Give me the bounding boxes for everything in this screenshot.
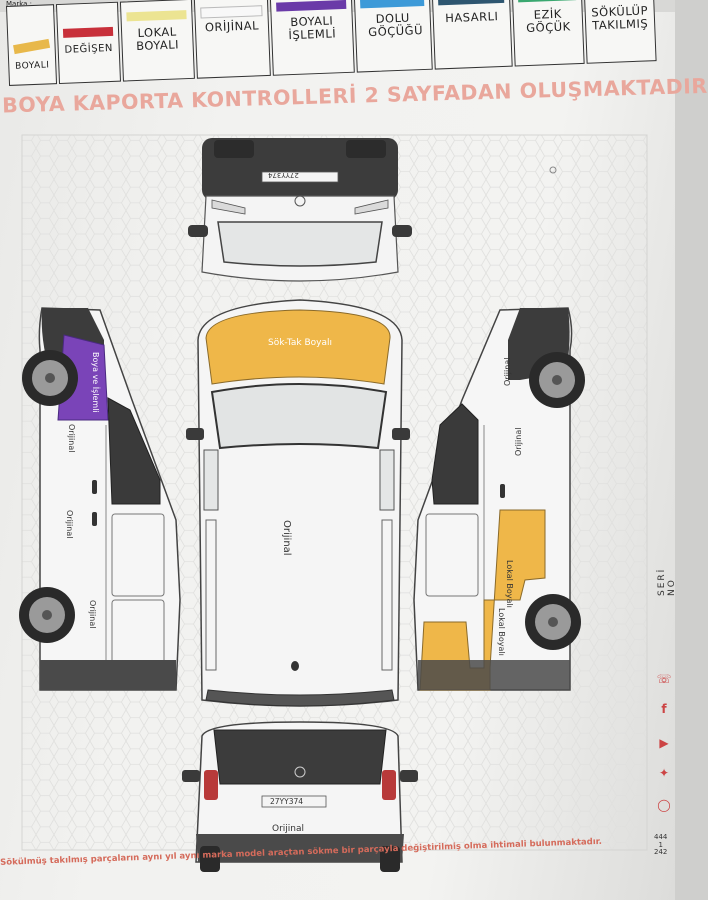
right-front-door-label: Orijinal <box>514 427 523 456</box>
left-rear-quarter-label: Orijinal <box>88 600 97 629</box>
youtube-icon: ▶ <box>659 736 669 750</box>
left-side-view <box>19 307 181 691</box>
roof-label: Orijinal <box>281 520 292 556</box>
hood-label: Sök-Tak Boyalı <box>268 338 332 348</box>
right-sliding-door-label: Lokal Boyalı <box>505 560 514 608</box>
left-door-rear-label: Orijinal <box>65 510 74 539</box>
right-window <box>431 403 479 505</box>
marka-label: Marka : <box>6 0 33 8</box>
rear-label: Orijinal <box>272 824 305 834</box>
hood-painted-area <box>205 309 391 385</box>
facebook-icon: f <box>661 702 667 716</box>
rear-license-plate <box>261 795 327 808</box>
top-view <box>186 299 410 707</box>
left-fender-label: Boya ve İşlemli <box>91 352 100 413</box>
instagram-icon: ◯ <box>657 798 671 812</box>
front-view <box>188 138 412 282</box>
right-side-view <box>413 307 585 691</box>
twitter-icon: ✦ <box>658 766 670 780</box>
rear-view <box>182 721 418 872</box>
sidebar-number: 444 1 242 <box>654 833 668 857</box>
hole-marker <box>549 166 557 174</box>
front-plate-text: 27YY374 <box>268 171 299 179</box>
whatsapp-icon: ☏ <box>656 672 672 686</box>
front-license-plate <box>261 171 339 183</box>
vehicle-diagram <box>19 134 648 872</box>
serial-label: SERİ NO <box>657 567 677 596</box>
right-fender-label: Orijinal <box>503 357 512 386</box>
windshield <box>217 221 383 267</box>
sidebar-number-top: 444 <box>654 833 668 841</box>
sidebar-number-bottom: 242 <box>654 848 668 857</box>
left-door-front-label: Orijinal <box>67 424 76 453</box>
right-rear-quarter-label: Lokal Boyalı <box>497 608 506 656</box>
sidebar-number-mid: 1 <box>658 840 663 849</box>
rear-plate-text: 27YY374 <box>270 797 304 806</box>
left-window <box>107 397 161 505</box>
